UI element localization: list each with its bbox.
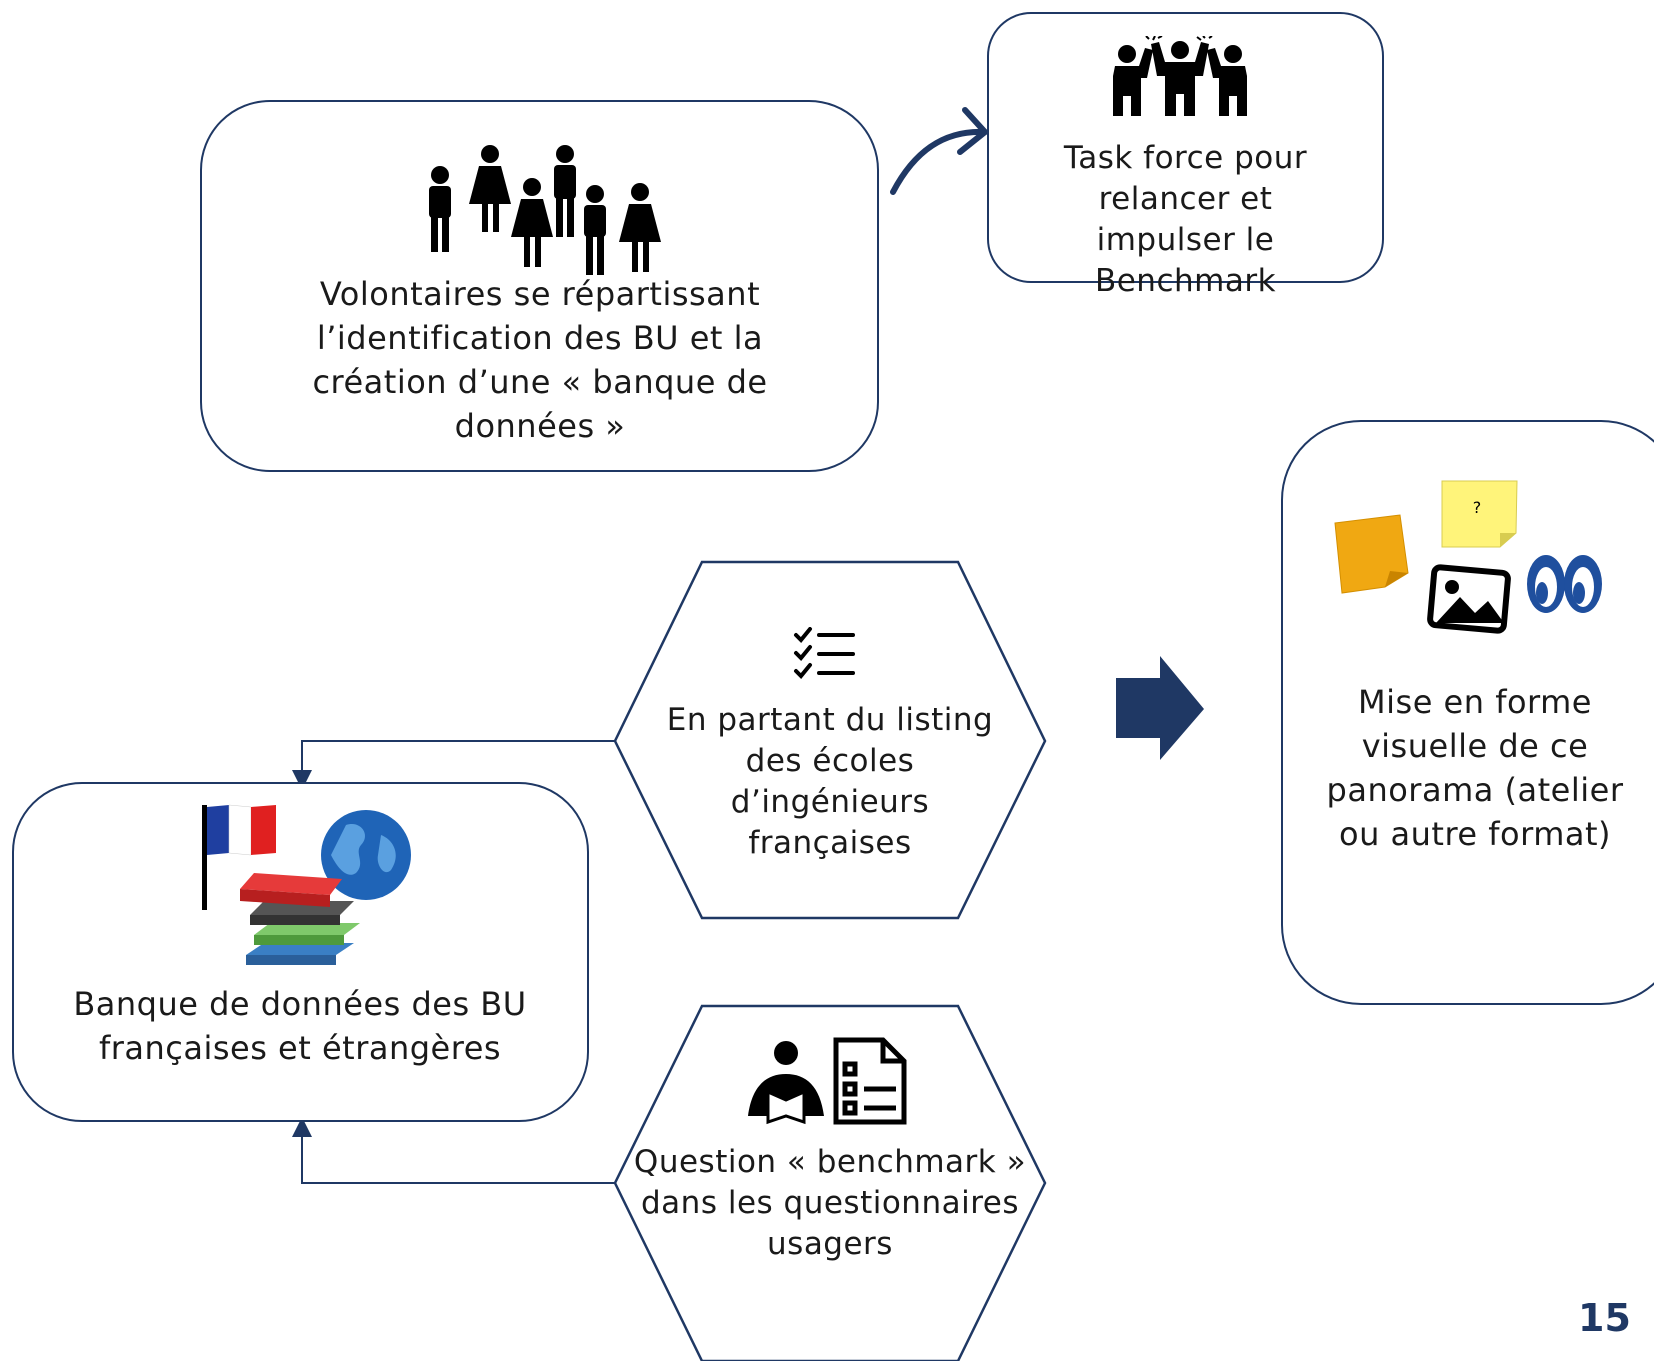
curved-arrow-head: [957, 107, 988, 155]
connector-listing-database: [292, 740, 615, 790]
curved-arrow: [890, 128, 988, 195]
hexagon-question-text: Question « benchmark » dans les question…: [633, 1144, 1027, 1262]
hexagon-listing: [613, 560, 1047, 920]
block-arrow-right: [1116, 656, 1204, 760]
box-volunteers: [200, 100, 879, 472]
box-visual-text: Mise en forme visuelle de ce panorama (a…: [1326, 683, 1624, 853]
reader-form-icon: [748, 1037, 907, 1125]
high-five-icon: [1113, 36, 1247, 116]
connector-question-database: [292, 1117, 615, 1184]
hexagon-question: [613, 1004, 1047, 1361]
flag-globe-books-icon: [202, 804, 411, 965]
box-taskforce-text: Task force pour relancer et impulser le …: [1063, 140, 1308, 299]
checklist-icon: [794, 627, 855, 679]
hexagon-listing-text: En partant du listing des écoles d’ingén…: [666, 702, 994, 861]
sticky-notes-image-eyes-icon: ?: [1334, 480, 1602, 634]
group-people-icon: [429, 145, 661, 275]
box-taskforce: [987, 12, 1384, 283]
box-database-text: Banque de données des BU françaises et é…: [73, 985, 527, 1067]
page-number: 15: [1578, 1296, 1631, 1340]
box-volunteers-text: Volontaires se répartissant l’identifica…: [312, 275, 768, 445]
sticky-note-mark: ?: [1473, 498, 1482, 517]
